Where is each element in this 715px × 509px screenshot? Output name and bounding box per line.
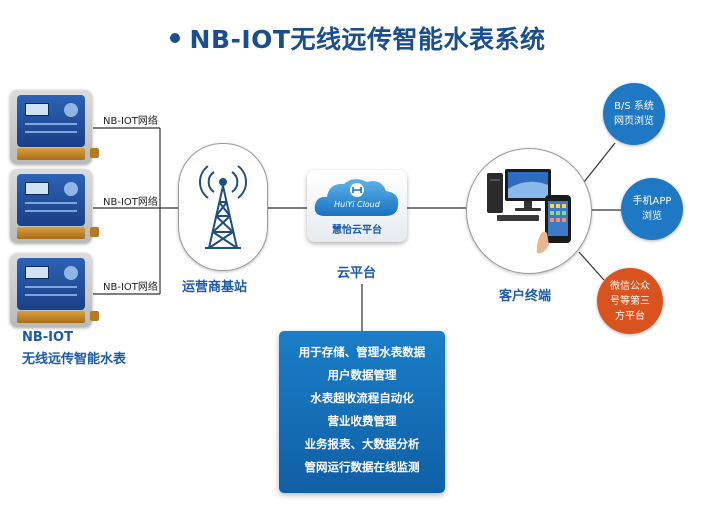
- cloud-caption: 云平台: [337, 266, 377, 281]
- bubble-line: 网页浏览: [614, 116, 654, 127]
- bubble-line: B/S 系统: [614, 101, 654, 112]
- client-caption: 客户终端: [499, 289, 552, 304]
- cloud-icon: [314, 178, 399, 216]
- feature-item: 用户数据管理: [327, 368, 397, 382]
- bubble-line: 浏览: [642, 211, 662, 222]
- page-title: NB-IOT无线远传智能水表系统: [0, 20, 715, 56]
- feature-item: 业务报表、大数据分析: [304, 437, 420, 451]
- feature-item: 用于存储、管理水表数据: [298, 345, 426, 359]
- network-label-1: NB-IOT网络: [103, 116, 158, 127]
- bubble-wechat: 微信公众号等第三方平台: [597, 268, 663, 334]
- bubble-line: 手机APP: [632, 196, 672, 207]
- bubble-line: 号等第三: [610, 295, 650, 307]
- tower-icon: [199, 165, 247, 249]
- cloud-features-box: 用于存储、管理水表数据 用户数据管理 水表超收流程自动化 营业收费管理 业务报表…: [279, 331, 445, 493]
- bubble-bs-system: B/S 系统网页浏览: [603, 83, 665, 145]
- bubble-mobile-app: 手机APP 浏览: [621, 178, 683, 240]
- cloud-platform-node: [307, 170, 407, 242]
- base-station-node: [178, 143, 268, 271]
- water-meter-1: [10, 90, 99, 164]
- cloud-platform-name: 慧怡云平台: [332, 225, 382, 236]
- network-label-3: NB-IOT网络: [103, 282, 158, 293]
- feature-item: 水表超收流程自动化: [310, 391, 414, 405]
- client-terminal-node: [466, 148, 592, 274]
- water-meter-2: [10, 169, 99, 243]
- base-station-caption: 运营商基站: [182, 280, 248, 295]
- feature-list: 用于存储、管理水表数据 用户数据管理 水表超收流程自动化 营业收费管理 业务报表…: [279, 331, 445, 479]
- title-bullet-icon: [169, 33, 180, 43]
- feature-item: 管网运行数据在线监测: [304, 460, 420, 474]
- network-label-2: NB-IOT网络: [103, 197, 158, 208]
- cloud-brand: HuiYi Cloud: [334, 200, 380, 209]
- bubble-line: 方平台: [615, 310, 645, 322]
- meter-caption-line1: NB-IOT: [22, 330, 73, 345]
- meter-caption-line2: 无线远传智能水表: [22, 352, 127, 367]
- title-text: NB-IOT无线远传智能水表系统: [189, 25, 546, 54]
- bubble-line: 微信公众: [610, 280, 650, 292]
- feature-item: 营业收费管理: [327, 414, 397, 428]
- computer-phone-icon: [487, 169, 571, 254]
- water-meter-3: [10, 253, 99, 327]
